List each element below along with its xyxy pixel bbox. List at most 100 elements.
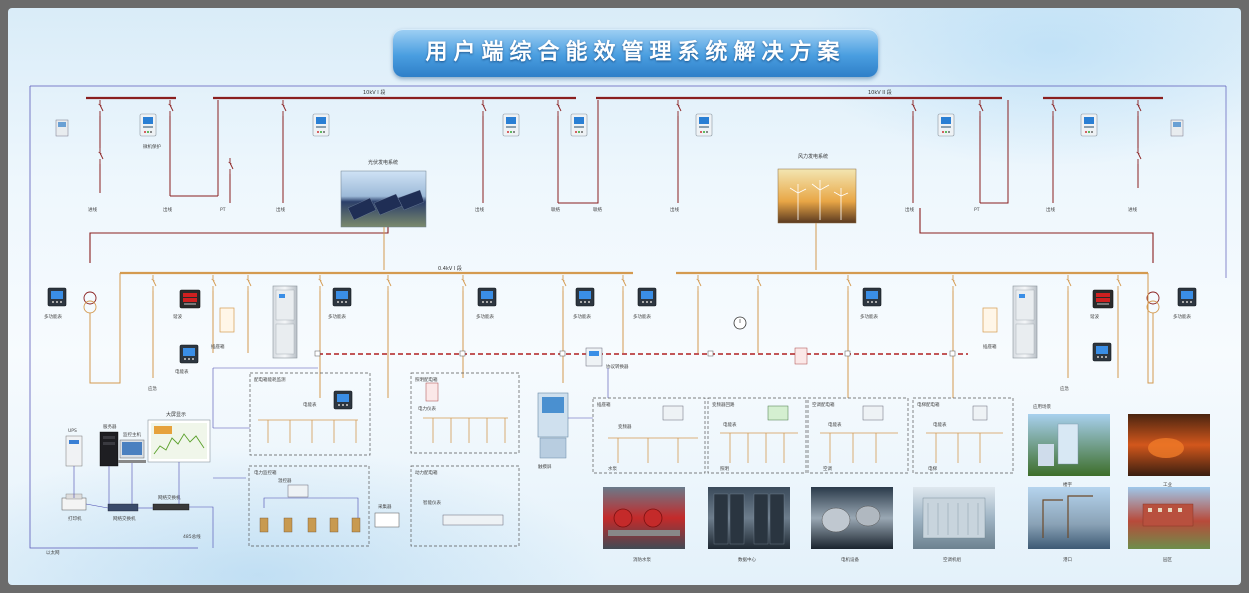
- server-icon: [99, 431, 119, 467]
- hv-meter-left: [55, 119, 69, 137]
- building-photo: [1028, 414, 1110, 476]
- diagram-board: 用户端综合能效管理系统解决方案: [8, 8, 1241, 585]
- switch-label: 网络交换机: [113, 515, 136, 522]
- svg-text:插座箱: 插座箱: [211, 343, 225, 350]
- gateway-caption: 协议转换器: [606, 363, 629, 370]
- svg-text:出线: 出线: [475, 206, 484, 213]
- svg-text:电梯配电箱: 电梯配电箱: [917, 401, 940, 408]
- big-screen-label: 大屏显示: [166, 411, 186, 418]
- svg-text:照明配电箱: 照明配电箱: [415, 376, 438, 383]
- svg-text:多功能表: 多功能表: [1173, 313, 1191, 320]
- pv-array-image: [340, 170, 427, 228]
- svg-text:多功能表: 多功能表: [44, 313, 62, 320]
- svg-text:应用场景: 应用场景: [1033, 403, 1051, 410]
- svg-text:电能表: 电能表: [723, 421, 737, 428]
- svg-text:多功能表: 多功能表: [476, 313, 494, 320]
- svg-text:水泵: 水泵: [608, 465, 617, 472]
- lv-meter-icon: [332, 287, 352, 307]
- panel-meters-title: 电力监控箱: [254, 469, 277, 476]
- port-caption: 港口: [1063, 556, 1072, 563]
- ups-icon: [65, 435, 83, 467]
- svg-text:485总线: 485总线: [183, 533, 201, 540]
- svg-text:触摸屏: 触摸屏: [538, 463, 552, 470]
- hv-bus-left-label: 10kV I 段: [363, 89, 385, 96]
- svg-text:出线: 出线: [670, 206, 679, 213]
- hvac-photo: [913, 487, 995, 549]
- cabinet-icon: [272, 285, 298, 359]
- svg-text:电梯: 电梯: [928, 465, 937, 472]
- svg-text:以太网: 以太网: [46, 549, 60, 556]
- svg-text:联络: 联络: [593, 206, 602, 213]
- ind-caption: 工业: [1163, 481, 1172, 488]
- pv-label: 光伏发电系统: [368, 159, 398, 166]
- industry-photo: [1128, 414, 1210, 476]
- svg-text:多功能表: 多功能表: [860, 313, 878, 320]
- wind-label: 风力发电系统: [798, 153, 828, 160]
- page-title: 用户端综合能效管理系统解决方案: [425, 40, 846, 65]
- svg-text:照明: 照明: [720, 466, 729, 472]
- workstation-icon: [118, 439, 146, 463]
- svg-text:多功能表: 多功能表: [633, 313, 651, 320]
- transformer-left-icon: [83, 291, 97, 314]
- datacenter-photo: [708, 487, 790, 549]
- relay-icon: [139, 113, 157, 137]
- panel-socket-title: 插座箱: [597, 401, 611, 408]
- dc-caption: 数据中心: [738, 556, 756, 563]
- svg-text:谐波: 谐波: [1090, 313, 1099, 320]
- relay-caption: 微机保护: [143, 143, 161, 150]
- svg-text:变频器: 变频器: [618, 423, 632, 430]
- svg-text:电能表: 电能表: [828, 421, 842, 428]
- transformer-right-icon: [1146, 291, 1160, 314]
- svg-text:进线: 进线: [1128, 206, 1137, 213]
- pump-caption: 消防水泵: [633, 556, 651, 563]
- hv-feeders-right: [676, 99, 1142, 204]
- svg-text:动力配电箱: 动力配电箱: [415, 469, 438, 476]
- svg-text:插座箱: 插座箱: [983, 343, 997, 350]
- pump-photo: [603, 487, 685, 549]
- svg-text:应急: 应急: [1060, 385, 1069, 392]
- svg-text:采集器: 采集器: [378, 503, 392, 510]
- gateway-device: [585, 347, 808, 367]
- motor-photo: [811, 487, 893, 549]
- svg-text:变频器回路: 变频器回路: [712, 401, 735, 408]
- lv-bus-label: 0.4kV I 段: [438, 265, 462, 272]
- svg-text:出线: 出线: [276, 206, 285, 213]
- title-banner: 用户端综合能效管理系统解决方案: [393, 29, 878, 77]
- svg-text:PT: PT: [220, 207, 226, 213]
- svg-text:智能仪表: 智能仪表: [423, 499, 441, 506]
- svg-text:电能表: 电能表: [303, 401, 317, 408]
- svg-text:谐波: 谐波: [173, 313, 182, 320]
- svg-text:空调配电箱: 空调配电箱: [812, 401, 835, 408]
- svg-text:应急: 应急: [148, 385, 157, 392]
- server-label: 服务器: [103, 423, 117, 430]
- svg-text:联络: 联络: [551, 206, 560, 213]
- svg-text:出线: 出线: [1046, 206, 1055, 213]
- port-photo: [1028, 487, 1110, 549]
- big-screen-display: [147, 419, 211, 463]
- lv-feeders: [151, 274, 1122, 398]
- svg-text:UPS: UPS: [68, 428, 77, 434]
- svg-text:出线: 出线: [905, 206, 914, 213]
- motor-caption: 电机设备: [841, 556, 859, 563]
- printer-label: 打印机: [68, 515, 82, 522]
- panel-lighting-frame: [249, 372, 371, 456]
- hmi-terminal: [537, 392, 569, 459]
- svg-text:PT: PT: [974, 207, 980, 213]
- svg-text:电能表: 电能表: [933, 421, 947, 428]
- wind-farm-image: [777, 168, 857, 224]
- network-switch-icon: [107, 503, 190, 512]
- system-diagram: 10kV I 段 10kV II 段: [29, 85, 1227, 563]
- hv-bus-right-label: 10kV II 段: [868, 89, 892, 96]
- svg-text:多功能表: 多功能表: [328, 313, 346, 320]
- workstation-label: 监控主机: [123, 431, 141, 438]
- svg-text:电能表: 电能表: [175, 368, 189, 375]
- panel-lighting-title: 配电箱能耗监测: [254, 376, 286, 383]
- svg-text:电力仪表: 电力仪表: [418, 405, 436, 412]
- bld-caption: 楼宇: [1063, 481, 1072, 488]
- camp-caption: 园区: [1163, 557, 1172, 563]
- svg-text:出线: 出线: [163, 206, 172, 213]
- svg-text:温控器: 温控器: [278, 477, 292, 484]
- hvac-caption: 空调机组: [943, 556, 961, 563]
- hv-meter-right: [1170, 119, 1184, 137]
